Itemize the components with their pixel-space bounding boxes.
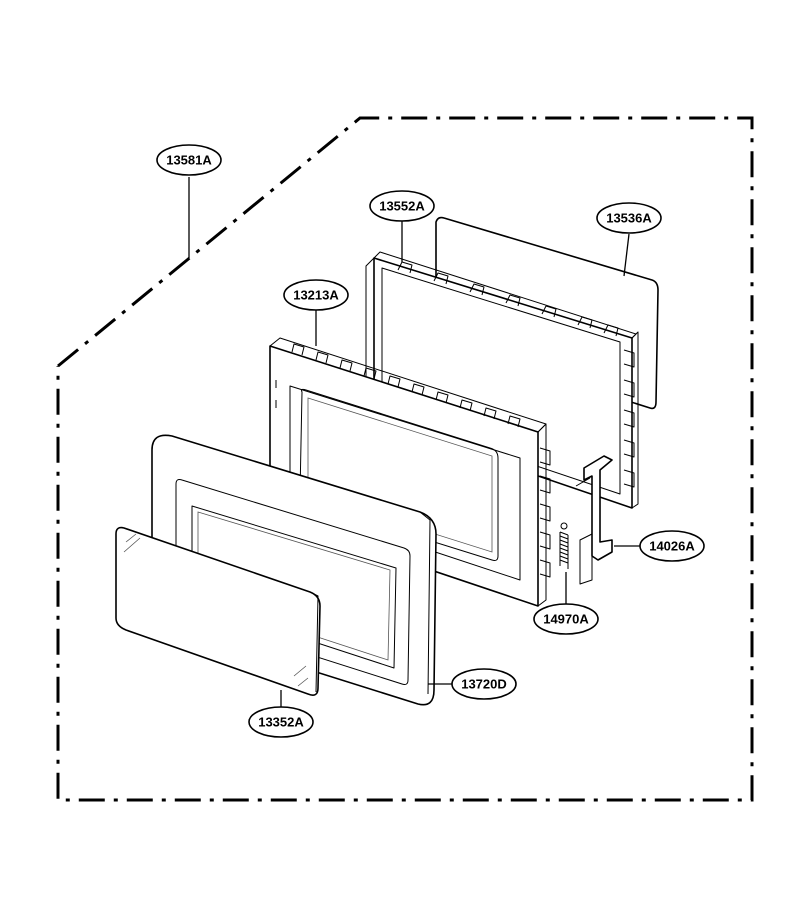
callout-label-door-frame: 13213A [283,279,349,311]
svg-text:13536A: 13536A [606,211,652,226]
svg-text:14970A: 14970A [543,612,589,627]
callout-label-glass-front: 13352A [248,706,314,738]
rear-cover-part [365,251,639,509]
callout-label-latch-hook: 14026A [639,530,705,562]
latch-hook-part [575,455,613,585]
callout-label-frame: 13581A [156,144,222,176]
svg-text:13552A: 13552A [379,199,425,214]
svg-text:13213A: 13213A [293,288,339,303]
callout-label-rear-cover: 13552A [369,190,435,222]
assembly-boundary-frame [56,116,754,802]
callout-label-spring: 14970A [533,603,599,635]
glass-front-part [115,526,321,696]
door-frame-part [269,337,551,607]
spring-part [559,522,569,569]
callout-label-rear-panel: 13536A [596,202,662,234]
svg-text:13352A: 13352A [258,715,304,730]
callout-label-door-choke: 13720D [451,668,517,700]
svg-text:14026A: 14026A [649,539,695,554]
svg-text:13581A: 13581A [166,153,212,168]
svg-text:13720D: 13720D [461,677,507,692]
leader-lines [188,177,640,707]
